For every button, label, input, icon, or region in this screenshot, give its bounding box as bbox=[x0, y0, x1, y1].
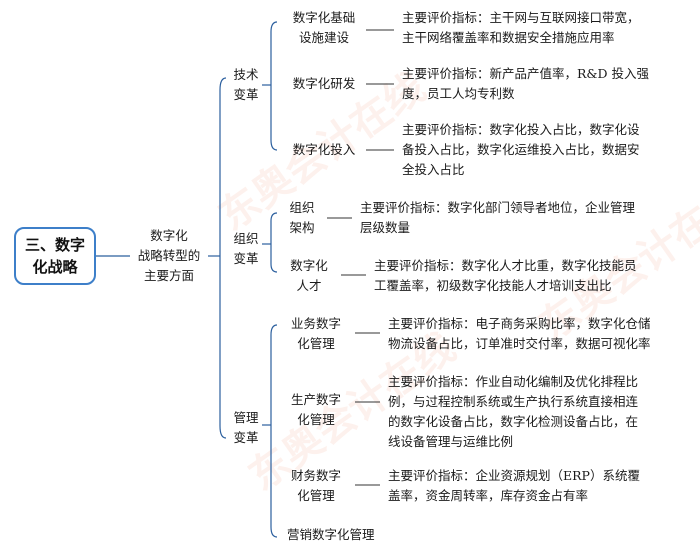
root-title-line2: 化战略 bbox=[32, 258, 78, 276]
item-digital-investment: 数字化投入 bbox=[292, 142, 356, 157]
category-technology: 技术 变革 bbox=[233, 67, 259, 102]
category-organization: 组织 变革 bbox=[233, 231, 259, 266]
item-digital-investment-desc: 主要评价指标：数字化投入占比，数字化设 备投入占比，数字化运维投入占比，数据安 … bbox=[402, 122, 640, 177]
item-digital-rnd: 数字化研发 bbox=[292, 76, 356, 91]
root-node: 三、数字 化战略 bbox=[14, 227, 96, 285]
item-finance-digital-mgmt: 财务数字 化管理 bbox=[290, 468, 341, 503]
item-marketing-digital-mgmt: 营销数字化管理 bbox=[287, 527, 375, 542]
item-finance-digital-mgmt-desc: 主要评价指标：企业资源规划（ERP）系统覆 盖率，资金周转率，库存资金占有率 bbox=[388, 468, 640, 503]
item-digital-infrastructure-desc: 主要评价指标：主干网与互联网接口带宽， 主干网络覆盖率和数据安全措施应用率 bbox=[402, 10, 640, 45]
item-business-digital-mgmt-desc: 主要评价指标：电子商务采购比率，数字化仓储 物流设备占比，订单准时交付率，数据可… bbox=[388, 316, 651, 351]
strategy-subtitle: 数字化 战略转型的 主要方面 bbox=[137, 228, 201, 283]
item-digital-talent-desc: 主要评价指标：数字化人才比重，数字化技能员 工覆盖率，初级数字化技能人才培训支出… bbox=[374, 258, 637, 293]
item-digital-infrastructure: 数字化基础 设施建设 bbox=[292, 10, 356, 45]
category-management: 管理 变革 bbox=[233, 410, 259, 445]
item-production-digital-mgmt-desc: 主要评价指标：作业自动化编制及优化排程比 例，与过程控制系统或生产执行系统直接相… bbox=[388, 374, 639, 449]
item-business-digital-mgmt: 业务数字 化管理 bbox=[290, 316, 341, 351]
item-digital-talent: 数字化 人才 bbox=[290, 258, 328, 293]
item-digital-rnd-desc: 主要评价指标：新产品产值率，R&D 投入强 度，员工人均专利数 bbox=[402, 66, 650, 101]
item-production-digital-mgmt: 生产数字 化管理 bbox=[290, 392, 341, 427]
item-org-structure-desc: 主要评价指标：数字化部门领导者地位，企业管理 层级数量 bbox=[360, 200, 636, 235]
root-title-line1: 三、数字 bbox=[24, 236, 85, 254]
item-org-structure: 组织 架构 bbox=[289, 200, 315, 235]
